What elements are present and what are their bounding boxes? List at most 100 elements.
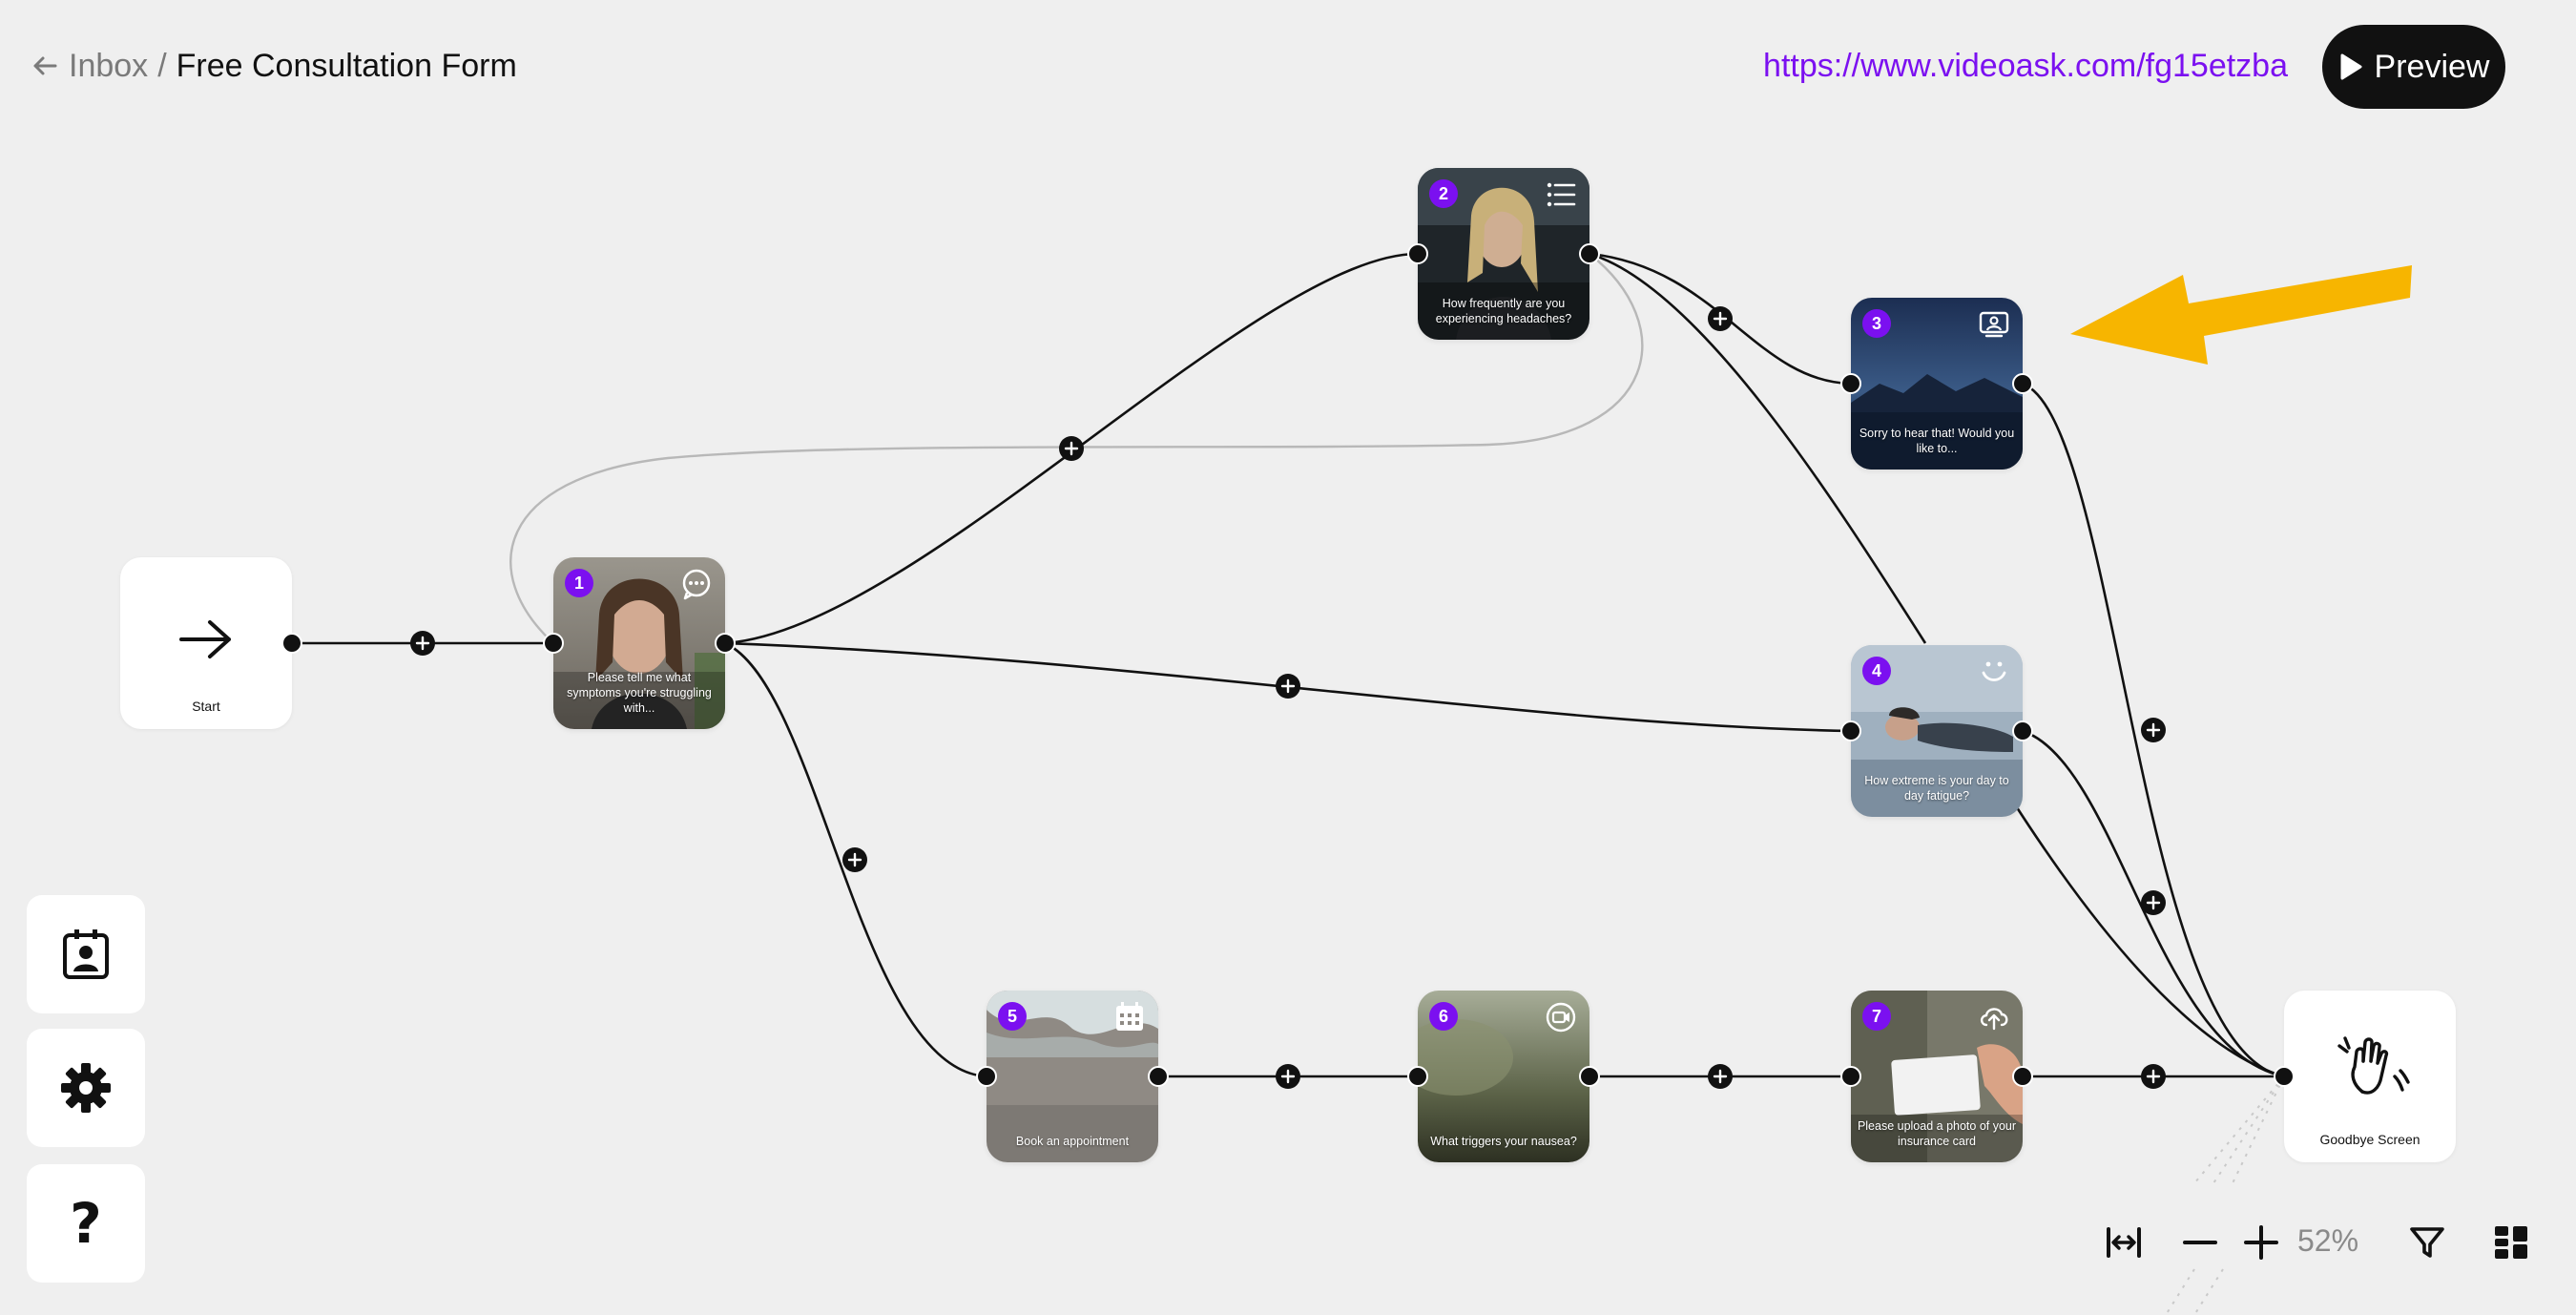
plus-icon: [415, 636, 430, 651]
add-step-button[interactable]: [1276, 674, 1300, 699]
add-step-button[interactable]: [1059, 436, 1084, 461]
plus-icon: [1280, 678, 1296, 694]
arrow-left-icon: [33, 56, 57, 75]
connector-handle[interactable]: [1840, 373, 1861, 394]
question-node-6[interactable]: 6 What triggers your nausea?: [1418, 991, 1589, 1162]
connector-handle[interactable]: [2012, 720, 2033, 741]
node-caption: How extreme is your day to day fatigue?: [1864, 774, 2009, 803]
breadcrumb-inbox: Inbox: [69, 47, 149, 84]
plus-icon: [2244, 1225, 2278, 1260]
question-node-3[interactable]: 3 Sorry to hear that! Would you like to.…: [1851, 298, 2023, 470]
preview-button-label: Preview: [2374, 48, 2490, 85]
add-step-button[interactable]: [2141, 890, 2166, 915]
node-number-badge: 6: [1429, 1002, 1458, 1031]
filter-icon: [2410, 1227, 2444, 1258]
plus-icon: [1713, 311, 1728, 326]
grid-layout-icon: [2495, 1226, 2527, 1259]
contacts-button[interactable]: [27, 895, 145, 1013]
question-node-5[interactable]: 5 Book an appointment: [987, 991, 1158, 1162]
node-caption: Please tell me what symptoms you're stru…: [567, 671, 712, 715]
add-step-button[interactable]: [2141, 718, 2166, 742]
plus-icon: [847, 852, 862, 867]
annotation-arrow-icon: [2070, 265, 2412, 365]
goodbye-screen-node[interactable]: Goodbye Screen: [2284, 991, 2456, 1162]
node-caption: Please upload a photo of your insurance …: [1857, 1119, 2017, 1148]
connector-handle[interactable]: [1407, 243, 1428, 264]
plus-icon: [2146, 895, 2161, 910]
help-icon: ?: [70, 1191, 102, 1256]
connector-handle[interactable]: [1148, 1066, 1169, 1087]
calendar-icon: [1116, 1002, 1143, 1031]
layout-toggle-button[interactable]: [2488, 1220, 2534, 1265]
list-icon: [1547, 182, 1576, 207]
node-caption: Sorry to hear that! Would you like to...: [1859, 427, 2015, 455]
filter-button[interactable]: [2404, 1220, 2450, 1265]
contact-card-icon: [1979, 311, 2009, 338]
minus-icon: [2183, 1241, 2217, 1244]
add-step-button[interactable]: [842, 847, 867, 872]
arrow-right-icon: [179, 620, 231, 658]
edge-q2-q3: [1589, 252, 1852, 386]
node-number-badge: 4: [1862, 657, 1891, 685]
start-node[interactable]: Start: [120, 557, 292, 729]
question-node-1[interactable]: 1 Please tell me what symptoms you're st…: [553, 557, 725, 729]
breadcrumb-separator: /: [157, 47, 167, 84]
add-step-button[interactable]: [1708, 306, 1733, 331]
plus-icon: [2146, 1069, 2161, 1084]
node-number-badge: 3: [1862, 309, 1891, 338]
connector-handle[interactable]: [1840, 1066, 1861, 1087]
node-number-badge: 5: [998, 1002, 1027, 1031]
connector-handle[interactable]: [543, 633, 564, 654]
start-label: Start: [192, 699, 220, 714]
back-to-inbox-link[interactable]: Inbox: [31, 48, 148, 85]
connector-handle[interactable]: [715, 633, 736, 654]
node-caption: Book an appointment: [1015, 1135, 1130, 1148]
connector-handle[interactable]: [2012, 373, 2033, 394]
zoom-in-button[interactable]: [2238, 1220, 2284, 1265]
play-icon: [2340, 53, 2362, 80]
edge-q4-goodbye-2: [2011, 801, 2285, 1078]
node-number-badge: 1: [565, 569, 593, 597]
question-node-4[interactable]: 4 How extreme is your day to day fatigue…: [1851, 645, 2023, 817]
connector-handle[interactable]: [1840, 720, 1861, 741]
node-caption: What triggers your nausea?: [1430, 1135, 1577, 1148]
fit-to-screen-button[interactable]: [2101, 1220, 2147, 1265]
goodbye-label: Goodbye Screen: [2319, 1132, 2420, 1147]
connector-handle[interactable]: [281, 633, 302, 654]
gear-icon: [61, 1063, 111, 1113]
share-url-link[interactable]: https://www.videoask.com/fg15etzba: [1763, 48, 2288, 84]
connector-handle[interactable]: [2274, 1066, 2295, 1087]
video-reply-icon: [1546, 1002, 1576, 1033]
plus-icon: [1713, 1069, 1728, 1084]
add-step-button[interactable]: [410, 631, 435, 656]
top-bar: Inbox / Free Consultation Form https://w…: [0, 0, 2576, 134]
connector-handle[interactable]: [2012, 1066, 2033, 1087]
add-step-button[interactable]: [1708, 1064, 1733, 1089]
node-thumbnail: [553, 557, 725, 729]
connector-handle[interactable]: [1579, 243, 1600, 264]
zoom-level: 52%: [2297, 1223, 2359, 1258]
plus-icon: [1064, 441, 1079, 456]
node-number-badge: 2: [1429, 179, 1458, 208]
question-node-2[interactable]: 2 How frequently are you experiencing he…: [1418, 168, 1589, 340]
settings-button[interactable]: [27, 1029, 145, 1147]
edge-q2-q4: [1589, 252, 1927, 644]
question-node-7[interactable]: 7 Please upload a photo of your insuranc…: [1851, 991, 2023, 1162]
connector-handle[interactable]: [1579, 1066, 1600, 1087]
add-step-button[interactable]: [1276, 1064, 1300, 1089]
help-button[interactable]: ?: [27, 1164, 145, 1283]
add-step-button[interactable]: [2141, 1064, 2166, 1089]
edge-q1-q2: [724, 252, 1419, 645]
chat-bubble-icon: [682, 569, 711, 600]
plus-icon: [2146, 722, 2161, 738]
zoom-out-button[interactable]: [2177, 1220, 2223, 1265]
connector-handle[interactable]: [976, 1066, 997, 1087]
plus-icon: [1280, 1069, 1296, 1084]
preview-button[interactable]: Preview: [2322, 25, 2505, 109]
edge-q3-goodbye: [2022, 382, 2285, 1078]
node-caption: How frequently are you experiencing head…: [1435, 297, 1572, 325]
contacts-icon: [63, 929, 109, 979]
connector-handle[interactable]: [1407, 1066, 1428, 1087]
